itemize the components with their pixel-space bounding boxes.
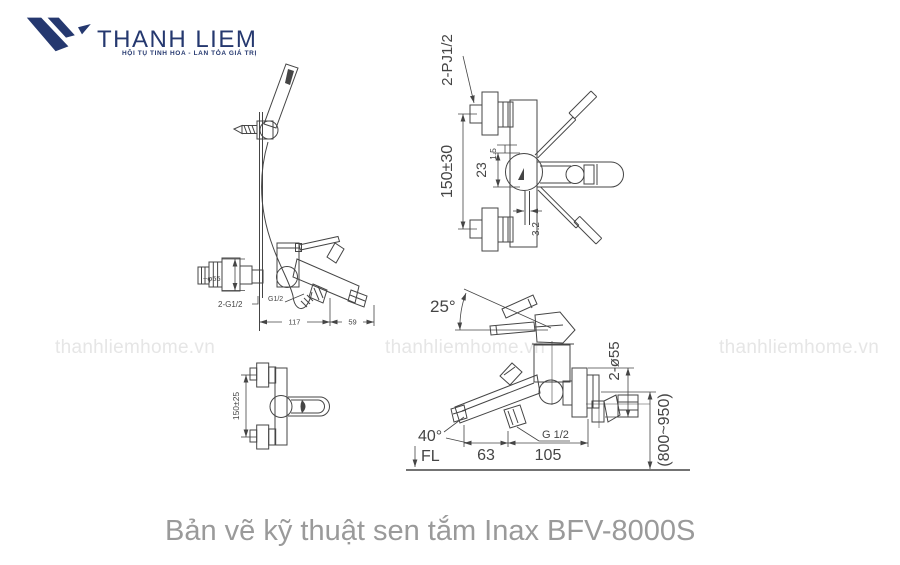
handle-horizontal	[489, 321, 536, 336]
dim-label-install-height: (800~950)	[656, 393, 673, 466]
dim-label-diameter: ~φ55	[203, 274, 221, 283]
top-flange	[469, 91, 514, 136]
handle-angle: 25°	[430, 288, 552, 331]
shower-side-view-drawing: ~φ55 2-G1/2 G1/2 117 59	[197, 63, 375, 331]
hose-outlet	[308, 283, 328, 304]
dimension-centers: 150±30	[439, 113, 477, 230]
logo-title: THANH LIEM	[97, 26, 258, 53]
dim-label-gap: 1.5	[488, 148, 498, 160]
dimension-spout-angle: 40°	[418, 416, 469, 445]
dim-label-outlet-thread: G1/2	[268, 296, 283, 303]
dimension-outlet-thread: G1/2	[268, 293, 305, 303]
valve-body	[505, 99, 543, 248]
wall-flange	[571, 367, 600, 418]
valve-front-view-drawing: 150±25	[231, 362, 330, 450]
handle-head	[534, 311, 576, 344]
dim-label-handle-angle: 25°	[430, 297, 456, 316]
dim-label-flange-diameter: 2-ø55	[606, 341, 623, 380]
spout	[450, 362, 541, 429]
dimension-thread: 2-PJ1/2	[439, 34, 475, 104]
watermark: thanhliemhome.vn	[719, 337, 880, 358]
dimension-bottom: 63 105	[463, 419, 589, 464]
valve-body	[532, 341, 574, 406]
dim-label-depth: 117	[289, 318, 301, 327]
logo-stripe-icon	[47, 17, 75, 38]
faucet-body	[276, 235, 341, 288]
dim-label-hose: 3.2	[531, 222, 542, 236]
watermark: thanhliemhome.vn	[385, 337, 546, 358]
logo-stripe-icon	[26, 17, 69, 52]
handle-raised	[501, 294, 538, 319]
handle	[288, 396, 330, 417]
dim-label-spout: 59	[348, 318, 356, 327]
handle-swing-upper	[534, 90, 598, 159]
dim-label-spout-reach: 63	[477, 447, 495, 464]
dimension-install-height: (800~950)	[601, 391, 673, 469]
spout	[292, 242, 368, 308]
floor-line: FL	[406, 446, 690, 471]
eccentric-fitting	[586, 391, 650, 428]
handle	[537, 161, 624, 188]
dimension-bottom: 117 59	[259, 298, 375, 327]
dimension-hose: 3.2	[513, 208, 542, 236]
dim-label-centers: 150±25	[231, 392, 241, 421]
wall-screw	[232, 124, 258, 135]
logo-mark	[26, 17, 91, 52]
faucet-side-view-drawing: 25°	[406, 288, 690, 471]
dimension-outlet-thread: G 1/2	[516, 426, 570, 442]
floor-label: FL	[421, 448, 440, 465]
dim-label-offset: 23	[473, 162, 489, 178]
watermark: thanhliemhome.vn	[55, 337, 216, 358]
bottom-flange	[469, 207, 514, 252]
dimension-gap: 1.5	[488, 144, 517, 160]
caption: Bản vẽ kỹ thuật sen tắm Inax BFV-8000S	[165, 515, 696, 547]
hose-connector-hatch	[300, 294, 314, 308]
dim-label-thread: 2-PJ1/2	[439, 34, 456, 86]
diverter-knob	[499, 362, 523, 386]
logo-tagline: HỘI TỤ TINH HOA - LAN TỎA GIÁ TRỊ	[122, 50, 257, 57]
valve-top-view-drawing: 2-PJ1/2 150±30 23 1.5 3.2	[439, 34, 624, 252]
hand-shower	[263, 63, 299, 129]
dim-label-outlet-thread: G 1/2	[542, 429, 569, 441]
dim-label-body-reach: 105	[535, 447, 562, 464]
dim-label-wall-thread: 2-G1/2	[218, 300, 243, 309]
wall-flange	[197, 257, 264, 292]
shower-hose	[261, 141, 313, 310]
dimension-diameter: ~φ55	[203, 258, 245, 291]
dimension-offset: 23	[473, 152, 520, 188]
dim-label-centers: 150±30	[439, 145, 456, 198]
valve-body	[269, 367, 293, 446]
dimension-flange-diameter: 2-ø55	[588, 341, 634, 418]
logo-arrow-icon	[78, 24, 91, 35]
top-flange	[249, 362, 277, 388]
dimension-wall-thread: 2-G1/2	[218, 296, 259, 309]
dim-label-spout-angle: 40°	[418, 428, 442, 445]
dimension-centers: 150±25	[231, 374, 257, 438]
handle-swing-lower	[537, 186, 603, 245]
hose-outlet	[503, 404, 527, 429]
diverter-knob	[326, 242, 345, 264]
